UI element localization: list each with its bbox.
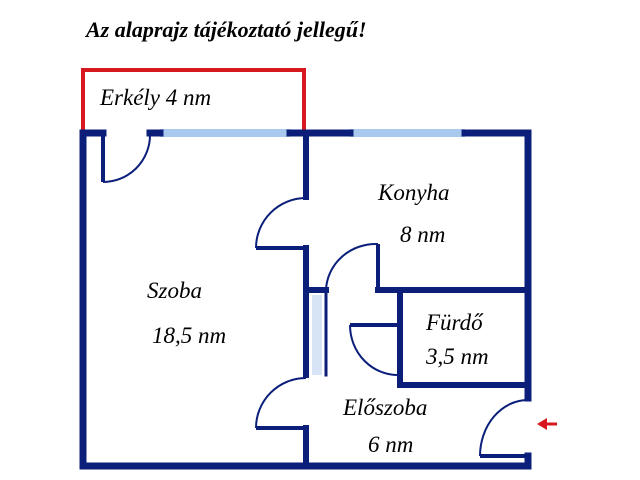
window-balcony-left [160, 129, 228, 137]
door-bathroom [348, 323, 402, 377]
door-entrance [479, 399, 529, 458]
room-name-konyha: Konyha [377, 180, 450, 205]
room-area-konyha: 8 nm [400, 222, 445, 247]
room-name-furdo: Fürdő [425, 310, 484, 335]
room-name-szoba: Szoba [147, 278, 202, 303]
disclaimer-note: Az alaprajz tájékoztató jellegű! [84, 17, 367, 42]
door-balcony [101, 133, 151, 183]
entrance-arrow-icon [537, 418, 557, 430]
balcony-label: Erkély 4 nm [99, 85, 211, 110]
walls [79, 129, 532, 470]
window-hall [312, 295, 322, 375]
window-kitchen [350, 129, 465, 137]
window-balcony-right [228, 129, 290, 137]
door-hall-kitchen [325, 242, 380, 291]
room-area-szoba: 18,5 nm [152, 323, 226, 348]
windows [160, 129, 465, 375]
room-area-eloszoba: 6 nm [368, 432, 413, 457]
room-area-furdo: 3,5 nm [425, 344, 489, 369]
room-name-eloszoba: Előszoba [342, 395, 427, 420]
door-kitchen [255, 197, 307, 250]
door-room-hall [255, 377, 307, 430]
balcony [81, 68, 306, 133]
doors [101, 133, 529, 458]
